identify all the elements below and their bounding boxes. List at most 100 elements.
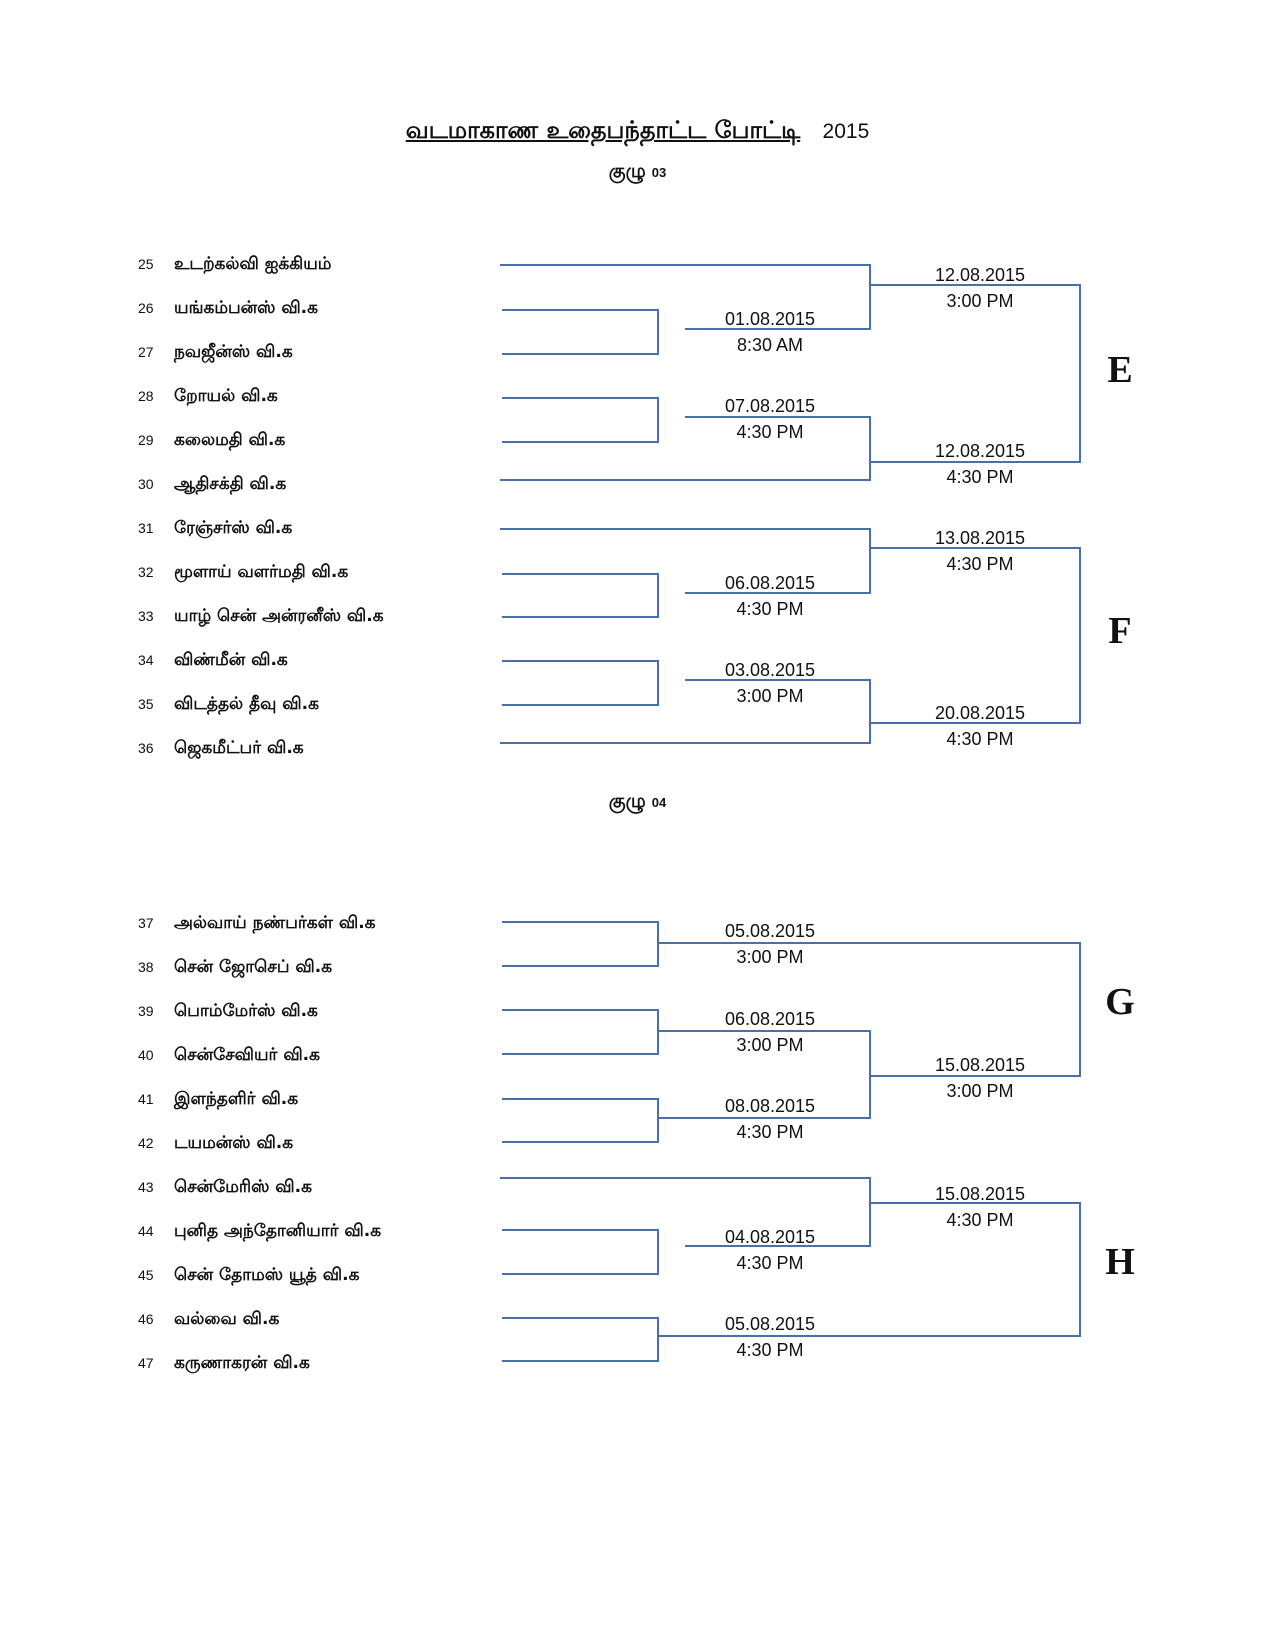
match-label: 12.08.2015 4:30 PM (890, 438, 1070, 490)
team-row: 45 சென் தோமஸ் யூத் வி.க (138, 1265, 359, 1289)
bracket-line (502, 1009, 659, 1055)
match-date: 05.08.2015 (724, 921, 816, 941)
match-date: 03.08.2015 (724, 660, 816, 680)
group-4-label: குழு 04 (0, 790, 1275, 815)
team-number: 41 (138, 1091, 154, 1107)
team-name: உடற்கல்வி ஐக்கியம் (174, 254, 332, 274)
team-number: 35 (138, 696, 154, 712)
match-time: 4:30 PM (946, 554, 1014, 574)
team-name: பொம்மேர்ஸ் வி.க (174, 1001, 318, 1021)
match-time: 4:30 PM (736, 1340, 804, 1360)
team-number: 29 (138, 432, 154, 448)
team-number: 40 (138, 1047, 154, 1063)
team-number: 44 (138, 1223, 154, 1239)
team-name: கலைமதி வி.க (174, 430, 286, 450)
match-label: 05.08.2015 3:00 PM (680, 918, 860, 970)
team-name: அல்வாய் நண்பர்கள் வி.க (174, 913, 376, 933)
pool-letter: H (1105, 1241, 1135, 1283)
team-name: சென்சேவியர் வி.க (174, 1045, 321, 1065)
match-time: 4:30 PM (946, 1210, 1014, 1230)
team-number: 34 (138, 652, 154, 668)
match-time: 4:30 PM (736, 1122, 804, 1142)
team-name: யாழ் சென் அன்ரனீஸ் வி.க (174, 606, 384, 626)
match-date: 06.08.2015 (724, 1009, 816, 1029)
match-date: 08.08.2015 (724, 1096, 816, 1116)
team-name: யங்கம்பன்ஸ் வி.க (174, 298, 319, 318)
match-label: 04.08.2015 4:30 PM (680, 1224, 860, 1276)
match-date: 07.08.2015 (724, 396, 816, 416)
bracket-line (500, 264, 871, 330)
match-date: 12.08.2015 (934, 441, 1026, 461)
title-main: வடமாகாண உதைபந்தாட்ட போட்டி (405, 116, 801, 144)
team-number: 36 (138, 740, 154, 756)
team-name: இளந்தளிர் வி.க (174, 1089, 299, 1109)
bracket-line (502, 660, 659, 706)
team-number: 39 (138, 1003, 154, 1019)
team-row: 39 பொம்மேர்ஸ் வி.க (138, 1001, 318, 1025)
bracket-line (502, 573, 659, 618)
page-title: வடமாகாண உதைபந்தாட்ட போட்டி 2015 (0, 116, 1275, 147)
bracket-line (502, 1317, 659, 1362)
match-time: 8:30 AM (736, 335, 804, 355)
group-4-number: 04 (651, 795, 667, 810)
team-number: 45 (138, 1267, 154, 1283)
team-row: 36 ஜெகமீட்பர் வி.க (138, 738, 304, 762)
bracket-line (502, 921, 659, 967)
team-row: 33 யாழ் சென் அன்ரனீஸ் வி.க (138, 606, 384, 630)
team-name: ரேஞ்சர்ஸ் வி.க (174, 518, 293, 538)
team-name: சென் ஜோசெப் வி.க (174, 957, 333, 977)
match-date: 01.08.2015 (724, 309, 816, 329)
match-date: 20.08.2015 (934, 703, 1026, 723)
team-name: கருணாகரன் வி.க (174, 1353, 310, 1373)
bracket-line (502, 1229, 659, 1275)
team-number: 38 (138, 959, 154, 975)
title-year: 2015 (822, 120, 870, 143)
bracket-line (870, 547, 1081, 724)
team-name: நவஜீன்ஸ் வி.க (174, 342, 293, 362)
pool-letter: E (1107, 349, 1133, 391)
team-row: 29 கலைமதி வி.க (138, 430, 285, 454)
group-4-word: குழு (608, 790, 646, 812)
match-date: 12.08.2015 (934, 265, 1026, 285)
team-name: வல்வை வி.க (174, 1309, 280, 1329)
team-number: 25 (138, 256, 154, 272)
team-number: 26 (138, 300, 154, 316)
match-time: 4:30 PM (946, 729, 1014, 749)
bracket-line (658, 1030, 871, 1119)
match-date: 15.08.2015 (934, 1055, 1026, 1075)
team-number: 33 (138, 608, 154, 624)
team-number: 43 (138, 1179, 154, 1195)
match-time: 4:30 PM (946, 467, 1014, 487)
team-name: சென் தோமஸ் யூத் வி.க (174, 1265, 360, 1285)
team-name: ஜெகமீட்பர் வி.க (174, 738, 304, 758)
group-3-label: குழு03 (0, 160, 1275, 185)
pool-letter: F (1108, 610, 1132, 652)
team-row: 40 சென்சேவியர் வி.க (138, 1045, 320, 1069)
match-label: 20.08.2015 4:30 PM (890, 700, 1070, 752)
match-time: 4:30 PM (736, 1253, 804, 1273)
team-name: டயமன்ஸ் வி.க (174, 1133, 294, 1153)
match-time: 4:30 PM (736, 599, 804, 619)
match-date: 04.08.2015 (724, 1227, 816, 1247)
team-row: 26 யங்கம்பன்ஸ் வி.க (138, 298, 318, 322)
team-name: சென்மேரிஸ் வி.க (174, 1177, 312, 1197)
bracket-line (870, 284, 1081, 463)
group-3-word: குழு (608, 160, 646, 182)
match-time: 3:00 PM (736, 947, 804, 967)
bracket-line (500, 1177, 871, 1247)
